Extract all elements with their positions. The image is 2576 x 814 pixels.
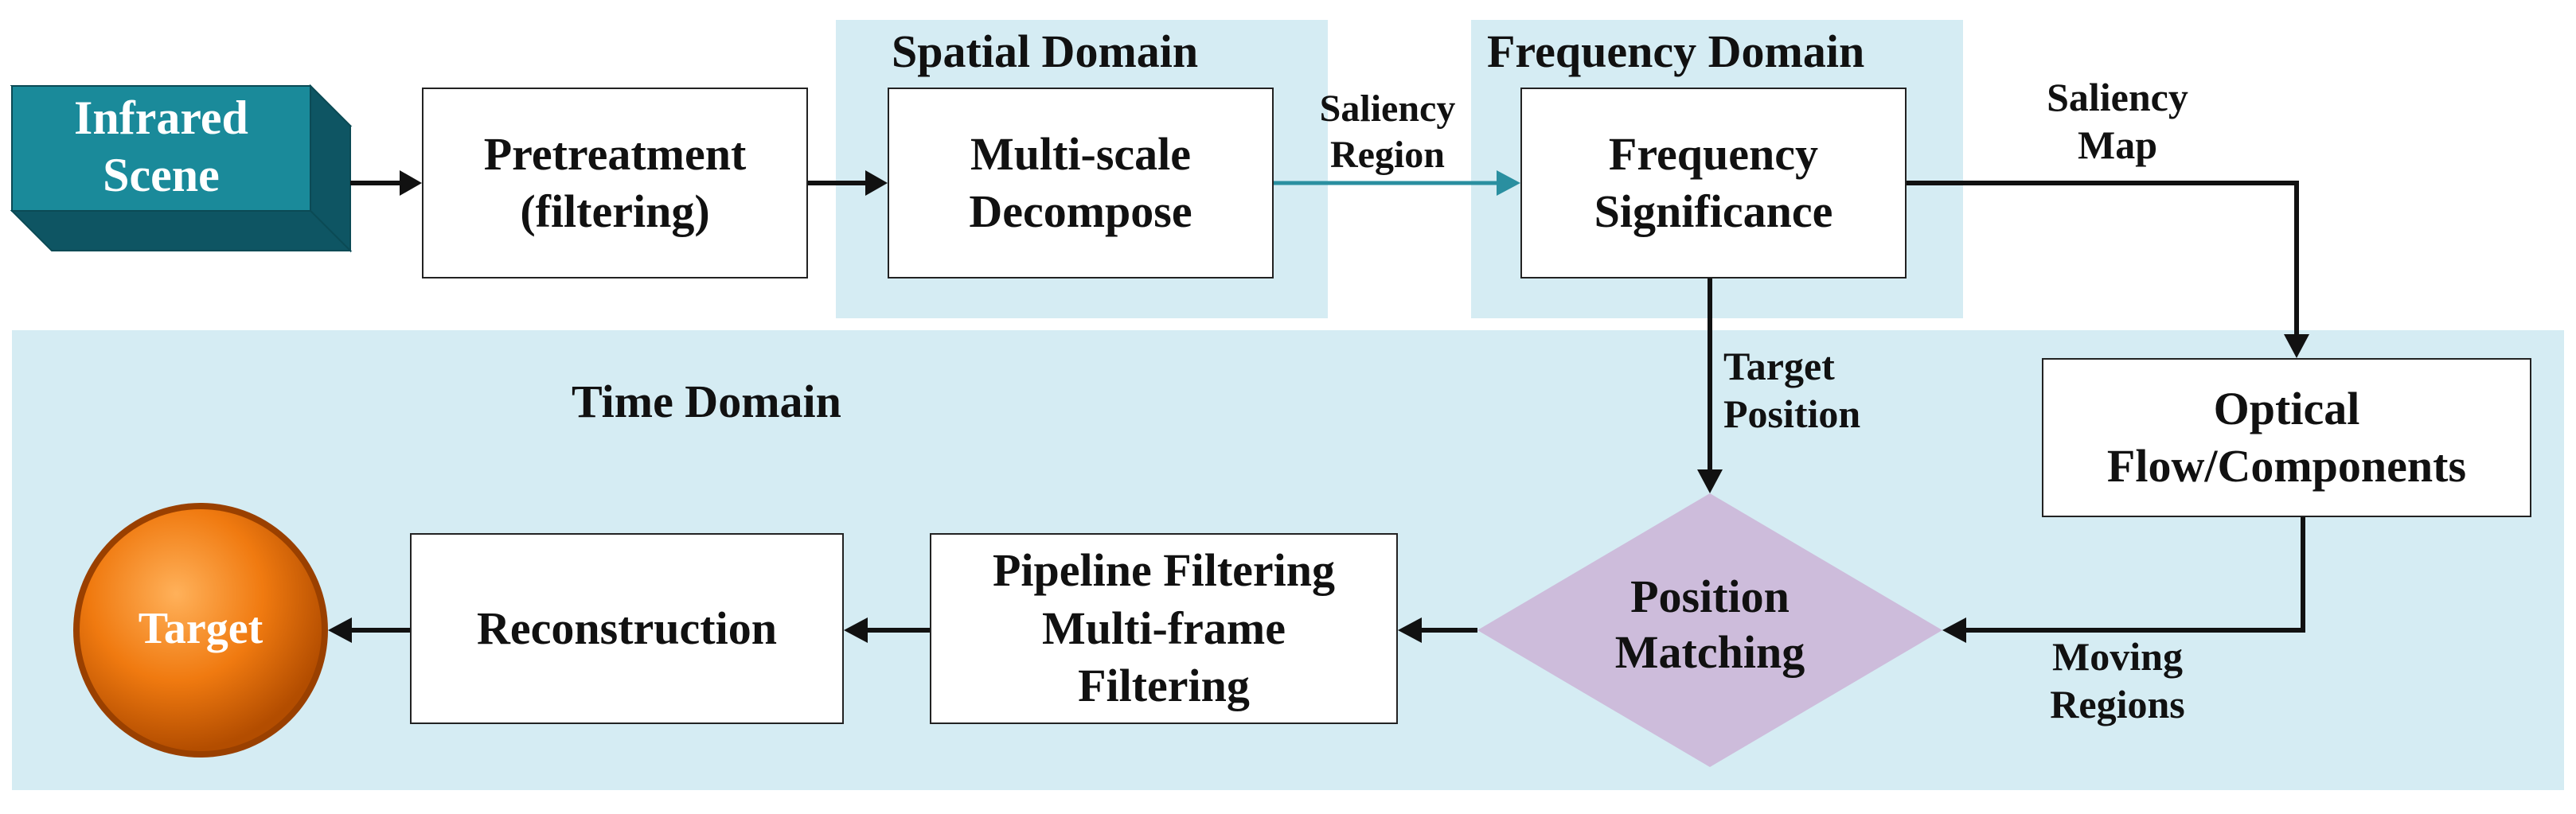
frequency-significance-box: Frequency Significance <box>1520 88 1907 278</box>
pretreatment-label: Pretreatment (filtering) <box>483 127 747 238</box>
frequency-domain-title: Frequency Domain <box>1487 25 1865 77</box>
infrared-scene-label: Infrared Scene <box>74 92 248 201</box>
target-position-label: Target Position <box>1723 344 1861 436</box>
multiscale-decompose-label: Multi-scale Decompose <box>969 127 1192 238</box>
pretreatment-box: Pretreatment (filtering) <box>422 88 808 278</box>
position-matching-diamond <box>1477 493 1942 767</box>
frequency-significance-label: Frequency Significance <box>1594 127 1833 238</box>
target-label: Target <box>138 604 263 653</box>
infrared-scene-block <box>10 84 353 253</box>
reconstruction-label: Reconstruction <box>477 602 777 654</box>
spatial-domain-title: Spatial Domain <box>892 25 1199 77</box>
time-domain-title: Time Domain <box>572 376 841 427</box>
arrowheads <box>328 170 2309 643</box>
multiscale-decompose-box: Multi-scale Decompose <box>888 88 1274 278</box>
optical-flow-label: Optical Flow/Components <box>2106 382 2467 493</box>
saliency-region-arrowhead <box>1497 170 1520 196</box>
moving-regions-label: Moving Regions <box>2050 634 2185 726</box>
pipeline-filtering-label: Pipeline Filtering Multi-frame Filtering <box>992 544 1336 712</box>
saliency-map-label: Saliency Map <box>2047 75 2188 167</box>
pipeline-filtering-box: Pipeline Filtering Multi-frame Filtering <box>930 533 1398 724</box>
saliency-region-label: Saliency Region <box>1319 88 1456 176</box>
target-circle <box>73 503 328 758</box>
position-matching-label: Position Matching <box>1614 571 1805 678</box>
connector-arrows <box>346 181 2305 633</box>
optical-flow-box: Optical Flow/Components <box>2042 358 2531 517</box>
reconstruction-box: Reconstruction <box>410 533 844 724</box>
